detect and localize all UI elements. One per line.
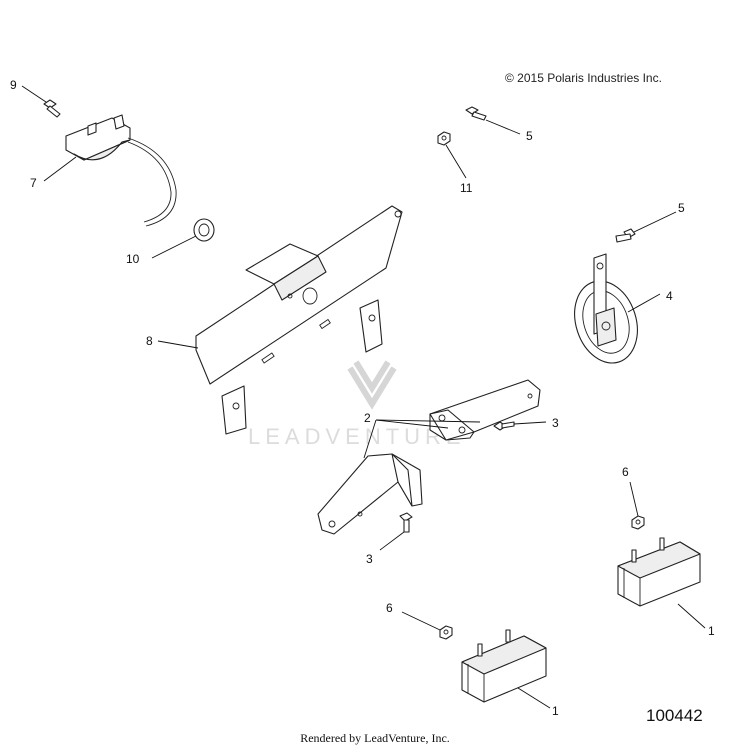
callout-5-right: 5: [678, 201, 685, 215]
callout-numbers: 9 7 10 8 5 11 5 4 2 3 3 6 6 1 1: [10, 78, 715, 718]
callout-11: 11: [460, 181, 473, 195]
callout-1-lower: 1: [552, 704, 559, 718]
part-4-horn[interactable]: [564, 253, 647, 371]
callout-2: 2: [364, 411, 371, 425]
figure-number: 100442: [646, 706, 703, 725]
part-8-license-bracket[interactable]: [195, 205, 403, 435]
part-5-screw-right[interactable]: [615, 228, 636, 243]
part-5-screw-top[interactable]: [465, 106, 487, 121]
part-10-grommet[interactable]: [193, 218, 215, 242]
callout-1-right: 1: [708, 624, 715, 638]
part-1-tail-light-lower[interactable]: [461, 629, 547, 703]
callout-6-right: 6: [622, 465, 629, 479]
part-9-screw[interactable]: [43, 99, 61, 118]
watermark-text: LEADVENTURE: [248, 424, 466, 449]
part-3-screw-lower[interactable]: [399, 512, 413, 533]
callout-9: 9: [10, 78, 17, 92]
part-7-license-light[interactable]: [65, 114, 177, 227]
callout-4: 4: [666, 289, 673, 303]
part-6-nut-right[interactable]: [631, 515, 645, 530]
part-2-bracket-lower[interactable]: [317, 453, 423, 535]
callout-10: 10: [126, 252, 140, 266]
callout-7: 7: [30, 176, 37, 190]
leadventure-watermark-logo: LEADVENTURE: [248, 360, 466, 449]
callout-8: 8: [146, 334, 153, 348]
copyright-notice: © 2015 Polaris Industries Inc.: [505, 71, 662, 85]
part-2-bracket-upper[interactable]: [429, 379, 541, 441]
callout-3-lower: 3: [366, 552, 373, 566]
callout-3-right: 3: [552, 416, 559, 430]
part-3-screw-right[interactable]: [493, 421, 515, 431]
part-11-nut[interactable]: [437, 131, 451, 146]
leader-lines: [21, 85, 706, 709]
part-1-tail-light-right[interactable]: [617, 537, 701, 607]
callout-5-top: 5: [526, 129, 533, 143]
rendered-by-footer: Rendered by LeadVenture, Inc.: [300, 731, 450, 745]
part-6-nut-lower[interactable]: [439, 625, 453, 640]
callout-6-lower: 6: [386, 601, 393, 615]
